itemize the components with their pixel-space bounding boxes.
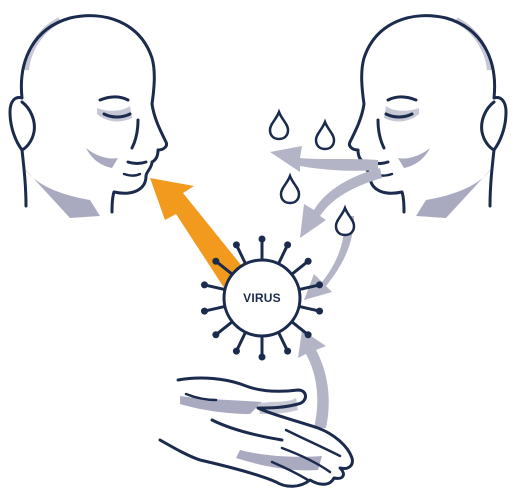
virus-spike — [299, 306, 317, 310]
virus-spike-tip — [259, 354, 266, 361]
water-drop-icon — [316, 122, 334, 149]
head-left-icon — [10, 16, 167, 218]
virus-spike — [292, 322, 306, 333]
virus-spike-tip — [212, 258, 219, 265]
virus-spike-tip — [233, 241, 240, 248]
virus-spike-tip — [305, 258, 312, 265]
virus-spike-tip — [316, 308, 323, 315]
virus-spike — [207, 286, 225, 290]
virus-spike-tip — [305, 331, 312, 338]
arrow-up-icon — [298, 330, 329, 428]
virus-spike-tip — [259, 236, 266, 243]
water-drop-icon — [336, 208, 354, 235]
virus-spike — [278, 332, 286, 348]
virus-spike — [218, 322, 232, 333]
virus-spike — [207, 306, 225, 310]
virus-spike-tip — [201, 281, 208, 288]
virus-spike-tip — [316, 281, 323, 288]
virus-spike — [238, 332, 246, 348]
head-right-icon — [349, 16, 506, 218]
virus-label: VIRUS — [222, 291, 302, 305]
virus-spike — [238, 248, 246, 264]
virus-spike — [292, 263, 306, 274]
water-drop-icon — [281, 176, 299, 203]
virus-spike — [278, 248, 286, 264]
virus-spike-tip — [233, 348, 240, 355]
virus-spike-tip — [284, 241, 291, 248]
virus-spike-tip — [201, 308, 208, 315]
water-drop-icon — [270, 112, 288, 139]
virus-spike-tip — [212, 331, 219, 338]
virus-spike-tip — [284, 348, 291, 355]
